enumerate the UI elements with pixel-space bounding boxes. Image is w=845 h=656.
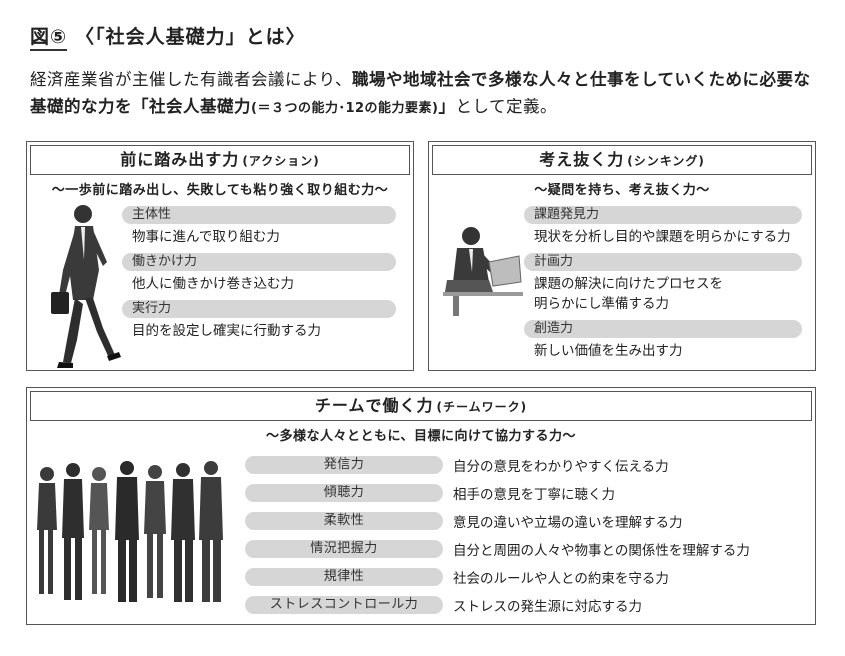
team-item-desc: 社会のルールや人との約束を守る力 bbox=[453, 571, 669, 587]
action-item: 働きかけ力 他人に働きかけ巻き込む力 bbox=[122, 253, 396, 294]
intro-part2: 職場や地域社会で多様な人々と仕事をしていくために必要な基礎的な力を「社会人基礎力 bbox=[30, 70, 811, 116]
team-items: 発信力 自分の意見をわかりやすく伝える力 傾聴力 相手の意見を丁寧に聴く力 柔軟… bbox=[245, 454, 815, 622]
team-item-desc: ストレスの発生源に対応する力 bbox=[453, 599, 642, 615]
thinking-card-header: 考え抜く力(シンキング) bbox=[432, 145, 812, 175]
team-item-label: 情況把握力 bbox=[245, 540, 443, 558]
figure-title-text: 〈「社会人基礎力」とは〉 bbox=[75, 26, 306, 48]
thinking-subtitle: (シンキング) bbox=[627, 154, 705, 168]
action-card: 前に踏み出す力(アクション) ～一歩前に踏み出し、失敗しても粘り強く取り組む力～… bbox=[26, 141, 414, 371]
intro-part5: として定義。 bbox=[455, 97, 557, 116]
action-item: 実行力 目的を設定し確実に行動する力 bbox=[122, 300, 396, 341]
action-item-label: 主体性 bbox=[122, 206, 396, 224]
action-item-label: 働きかけ力 bbox=[122, 253, 396, 271]
team-item-desc: 相手の意見を丁寧に聴く力 bbox=[453, 487, 615, 503]
team-group-illustration bbox=[37, 461, 223, 602]
team-item-label: 傾聴力 bbox=[245, 484, 443, 502]
thinking-item-label: 計画力 bbox=[524, 253, 802, 271]
team-item: 柔軟性 意見の違いや立場の違いを理解する力 bbox=[245, 510, 815, 532]
team-card-header: チームで働く力(チームワーク) bbox=[30, 391, 812, 421]
action-subtitle: (アクション) bbox=[242, 154, 320, 168]
action-item-desc: 他人に働きかけ巻き込む力 bbox=[132, 276, 294, 292]
team-item: ストレスコントロール力 ストレスの発生源に対応する力 bbox=[245, 594, 815, 616]
team-item-desc: 自分の意見をわかりやすく伝える力 bbox=[453, 459, 669, 475]
action-items: 主体性 物事に進んで取り組む力 働きかけ力 他人に働きかけ巻き込む力 実行力 目… bbox=[122, 206, 396, 347]
thinking-item-desc-line2: 明らかにし準備する力 bbox=[534, 296, 669, 312]
action-item-desc: 目的を設定し確実に行動する力 bbox=[132, 323, 321, 339]
figure-number: 図⑤ bbox=[30, 26, 68, 51]
thinking-tagline: ～疑問を持ち、考え抜く力～ bbox=[534, 183, 710, 198]
team-item: 規律性 社会のルールや人との約束を守る力 bbox=[245, 566, 815, 588]
action-item: 主体性 物事に進んで取り組む力 bbox=[122, 206, 396, 247]
intro-part1: 経済産業省が主催した有識者会議により、 bbox=[30, 70, 353, 89]
action-card-header: 前に踏み出す力(アクション) bbox=[30, 145, 410, 175]
action-item-desc: 物事に進んで取り組む力 bbox=[132, 229, 280, 245]
team-item: 傾聴力 相手の意見を丁寧に聴く力 bbox=[245, 482, 815, 504]
thinking-item-label: 創造力 bbox=[524, 320, 802, 338]
team-card: チームで働く力(チームワーク) ～多様な人々とともに、目標に向けて協力する力～ … bbox=[26, 387, 816, 625]
team-item: 情況把握力 自分と周囲の人々や物事との関係性を理解する力 bbox=[245, 538, 815, 560]
thinking-items: 課題発見力 現状を分析し目的や課題を明らかにする力 計画力 課題の解決に向けたプ… bbox=[524, 206, 802, 367]
team-item-label: ストレスコントロール力 bbox=[245, 596, 443, 614]
figure-title: 図⑤ 〈「社会人基礎力」とは〉 bbox=[30, 22, 306, 51]
team-item-label: 規律性 bbox=[245, 568, 443, 586]
thinking-item-desc: 新しい価値を生み出す力 bbox=[534, 343, 683, 359]
thinking-item: 創造力 新しい価値を生み出す力 bbox=[524, 320, 802, 361]
thinking-item: 計画力 課題の解決に向けたプロセスを 明らかにし準備する力 bbox=[524, 253, 802, 314]
thinking-card: 考え抜く力(シンキング) ～疑問を持ち、考え抜く力～ 課題発見力 現状を分析し目… bbox=[428, 141, 816, 371]
intro-part3: (＝３つの能力･12の能力要素) bbox=[251, 101, 439, 116]
walking-businessman-illustration bbox=[51, 205, 121, 368]
action-title: 前に踏み出す力 bbox=[120, 150, 240, 169]
laptop-worker-illustration bbox=[443, 227, 523, 316]
team-title: チームで働く力 bbox=[314, 396, 434, 415]
thinking-item: 課題発見力 現状を分析し目的や課題を明らかにする力 bbox=[524, 206, 802, 247]
thinking-item-label: 課題発見力 bbox=[524, 206, 802, 224]
action-tagline: ～一歩前に踏み出し、失敗しても粘り強く取り組む力～ bbox=[51, 183, 389, 198]
team-item-desc: 自分と周囲の人々や物事との関係性を理解する力 bbox=[453, 543, 750, 559]
thinking-title: 考え抜く力 bbox=[539, 150, 625, 169]
action-item-label: 実行力 bbox=[122, 300, 396, 318]
intro-part4: 」 bbox=[438, 97, 456, 116]
team-item-desc: 意見の違いや立場の違いを理解する力 bbox=[453, 515, 683, 531]
team-item: 発信力 自分の意見をわかりやすく伝える力 bbox=[245, 454, 815, 476]
team-tagline: ～多様な人々とともに、目標に向けて協力する力～ bbox=[265, 429, 577, 444]
intro-text: 経済産業省が主催した有識者会議により、職場や地域社会で多様な人々と仕事をしていく… bbox=[30, 66, 820, 122]
team-item-label: 発信力 bbox=[245, 456, 443, 474]
thinking-item-desc: 課題の解決に向けたプロセスを bbox=[534, 276, 723, 292]
team-subtitle: (チームワーク) bbox=[436, 400, 528, 414]
thinking-item-desc: 現状を分析し目的や課題を明らかにする力 bbox=[534, 229, 791, 245]
team-item-label: 柔軟性 bbox=[245, 512, 443, 530]
